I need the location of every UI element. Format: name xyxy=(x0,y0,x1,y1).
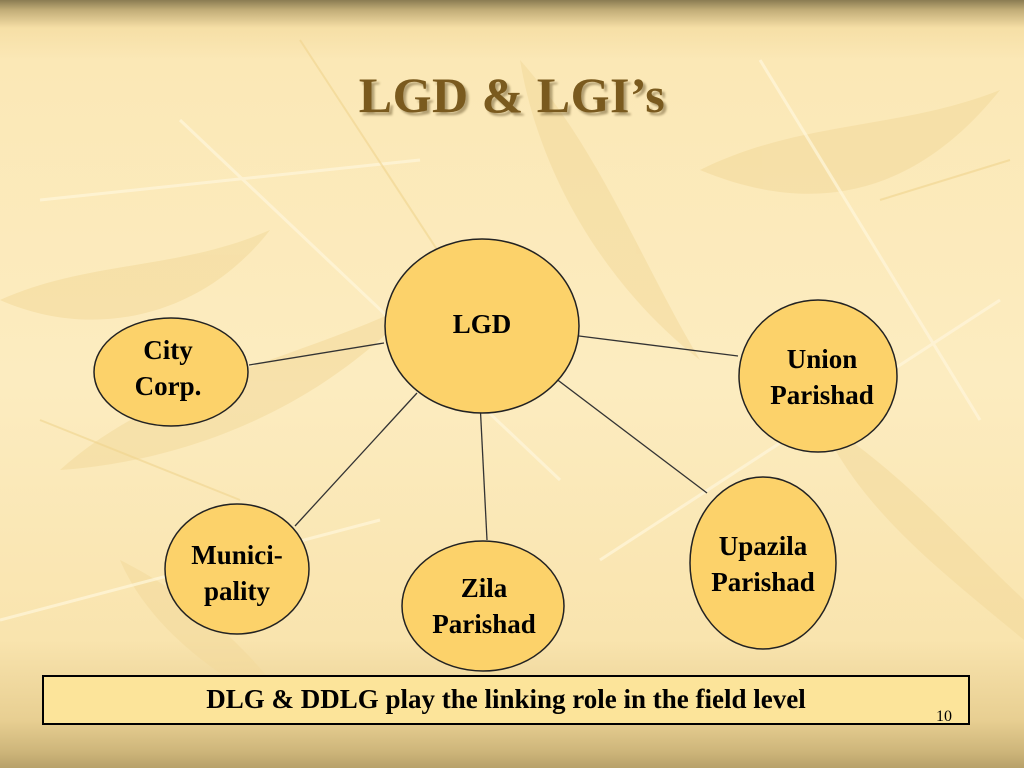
diagram-nodes xyxy=(93,238,898,672)
node-union-parishad xyxy=(738,299,898,453)
slide-title: LGD & LGI’s xyxy=(358,67,666,123)
node-zila-parishad xyxy=(401,540,565,672)
node-label-city-corp: City Corp. xyxy=(134,335,202,401)
node-label-lgd: LGD xyxy=(452,309,512,339)
node-lgd xyxy=(384,238,580,414)
node-upazila-parishad xyxy=(689,476,837,650)
edge-lgd-union_parishad xyxy=(578,335,739,357)
edge-lgd-upazila_parishad xyxy=(554,377,708,494)
node-label-municipality: Munici- pality xyxy=(191,540,283,606)
edge-lgd-zila_parishad xyxy=(479,401,488,541)
node-label-upazila-parishad: Upazila Parishad xyxy=(711,531,815,597)
page-number: 10 xyxy=(936,708,952,725)
footer-text: DLG & DDLG play the linking role in the … xyxy=(206,684,806,714)
node-municipality xyxy=(164,503,310,635)
node-label-union-parishad: Union Parishad xyxy=(770,344,874,410)
edge-lgd-municipality xyxy=(294,392,418,527)
node-city-corp xyxy=(93,317,249,427)
node-label-zila-parishad: Zila Parishad xyxy=(432,573,536,639)
edge-lgd-city_corp xyxy=(248,342,385,366)
footer-box: DLG & DDLG play the linking role in the … xyxy=(42,675,970,725)
diagram-edges xyxy=(248,335,739,541)
